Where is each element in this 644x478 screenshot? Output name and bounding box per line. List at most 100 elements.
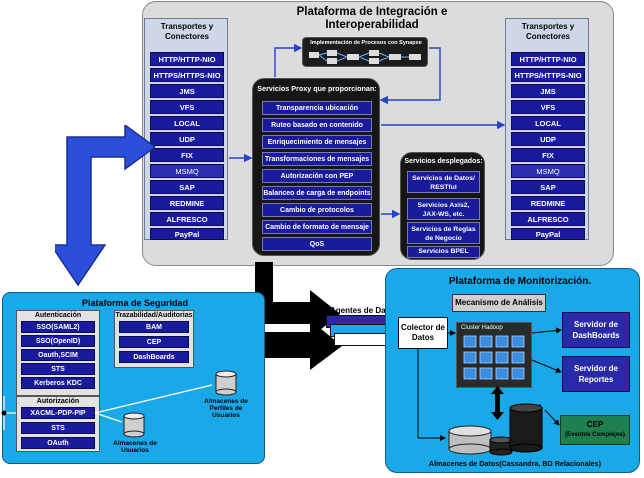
- authz-item[interactable]: XACML-PDP-PIP: [21, 407, 95, 419]
- transport-left-item[interactable]: UDP: [150, 132, 224, 146]
- collector-label-2: Datos: [411, 333, 435, 342]
- transports-right: Transportes y Conectores HTTP/HTTP-NIO H…: [505, 18, 589, 240]
- analysis-box: Mecanismo de Análisis: [452, 294, 546, 312]
- transports-right-title-1: Transportes y: [521, 22, 575, 31]
- analysis-label: Mecanismo de Análisis: [455, 298, 543, 307]
- transport-left-item[interactable]: MSMQ: [150, 164, 224, 178]
- transport-left-item[interactable]: REDMINE: [150, 196, 224, 210]
- transport-right-item[interactable]: HTTP/HTTP-NIO: [511, 52, 585, 66]
- deployed-item-line2: RESTful: [430, 184, 457, 191]
- deployed-item-rules[interactable]: Servicios de Reglas de Negocio: [407, 222, 480, 244]
- dashboards-label-1: Servidor de: [573, 320, 618, 329]
- proxy-title: Servicios Proxy que proporcionan:: [257, 84, 377, 93]
- proxy-item[interactable]: Transformaciones de mensajes: [262, 152, 372, 166]
- profiles-store-label: Almacenes de Perfiles de Usuarios: [196, 398, 256, 419]
- profiles-store-icon: [215, 370, 237, 396]
- synapse-label: Implementación de Procesos con Synapse: [310, 40, 422, 46]
- audit-item[interactable]: CEP: [119, 336, 189, 348]
- deployed-item-line1: Servicios BPEL: [418, 248, 469, 255]
- profiles-store-label-2: Perfiles de: [209, 405, 243, 412]
- users-store-label-1: Almacenes de: [113, 440, 157, 447]
- transport-left-item[interactable]: JMS: [150, 84, 224, 98]
- authz-item[interactable]: STS: [21, 422, 95, 434]
- audit-item[interactable]: BAM: [119, 321, 189, 333]
- transport-right-item[interactable]: MSMQ: [511, 164, 585, 178]
- transport-left-item[interactable]: PayPal: [150, 228, 224, 240]
- deployed-item-line2: JAX-WS, etc.: [422, 211, 465, 218]
- users-store-label: Almacenes de Usuarios: [106, 440, 164, 454]
- monitoring-title: Plataforma de Monitorización.: [448, 276, 592, 287]
- security-title: Plataforma de Seguridad: [81, 298, 189, 308]
- authz-item[interactable]: OAuth: [21, 437, 95, 449]
- deployed-item-data[interactable]: Servicios de Datos/ RESTful: [407, 171, 480, 193]
- proxy-item[interactable]: QoS: [262, 237, 372, 251]
- transport-right-item[interactable]: UDP: [511, 132, 585, 146]
- audit-item[interactable]: DashBoards: [119, 351, 189, 363]
- auth-item[interactable]: Kerberos KDC: [21, 377, 95, 389]
- deployed-item-axis2[interactable]: Servicios Axis2, JAX-WS, etc.: [407, 198, 480, 220]
- deployed-item-line1: Servicios Axis2,: [417, 202, 470, 209]
- hadoop-label: Cluster Hadoop: [461, 325, 503, 331]
- reports-server[interactable]: Servidor de Reportes: [562, 356, 630, 392]
- synapse-box: Implementación de Procesos con Synapse: [302, 37, 428, 67]
- storage-db-icon-1: [448, 425, 492, 455]
- proxy-item[interactable]: Cambio de formato de mensaje: [262, 220, 372, 234]
- transport-right-item[interactable]: LOCAL: [511, 116, 585, 130]
- auth-item[interactable]: Oauth,SCIM: [21, 349, 95, 361]
- cep-server[interactable]: CEP (Eventos Complejos): [560, 415, 630, 445]
- transport-right-item[interactable]: ALFRESCO: [511, 212, 585, 226]
- transport-right-item[interactable]: HTTPS/HTTPS-NIO: [511, 68, 585, 82]
- transport-left-item[interactable]: SAP: [150, 180, 224, 194]
- agents-label: Agentes de Datos: [330, 306, 398, 315]
- deployed-item-bpel[interactable]: Servicios BPEL: [407, 246, 480, 258]
- integration-title-line2: Interoperabilidad: [325, 19, 419, 31]
- integration-title: Plataforma de Integración e Interoperabi…: [262, 6, 482, 32]
- auth-item[interactable]: SSO(SAML2): [21, 321, 95, 333]
- proxy-services-box: Servicios Proxy que proporcionan: Transp…: [252, 78, 380, 256]
- storage-label: Almacenes de Datos(Cassandra, BD Relacio…: [428, 459, 602, 468]
- storage-db-icon-3: [509, 403, 543, 453]
- transport-right-item[interactable]: SAP: [511, 180, 585, 194]
- users-store-label-2: Usuarios: [121, 447, 149, 454]
- transport-left-item[interactable]: ALFRESCO: [150, 212, 224, 226]
- transport-left-item[interactable]: LOCAL: [150, 116, 224, 130]
- dashboards-server[interactable]: Servidor de DashBoards: [562, 312, 630, 348]
- deployed-item-line2: de Negocio: [425, 235, 462, 242]
- proxy-item[interactable]: Cambio de protocolos: [262, 203, 372, 217]
- transport-left-item[interactable]: HTTPS/HTTPS-NIO: [150, 68, 224, 82]
- proxy-item[interactable]: Autorización con PEP: [262, 169, 372, 183]
- deployed-item-line1: Servicios de Reglas: [411, 226, 476, 233]
- transport-right-item[interactable]: JMS: [511, 84, 585, 98]
- auth-item[interactable]: SSO(OpenID): [21, 335, 95, 347]
- collector-box: Colector de Datos: [398, 317, 448, 349]
- proxy-item[interactable]: Balanceo de carga de endpoints: [262, 186, 372, 200]
- transport-left-item[interactable]: HTTP/HTTP-NIO: [150, 52, 224, 66]
- reports-label-2: Reportes: [578, 375, 614, 384]
- deployed-item-line1: Servicios de Datos/: [412, 175, 475, 182]
- audit-title: Trazabilidad/Auditorias: [115, 312, 193, 319]
- users-store-icon: [123, 412, 145, 438]
- deployed-title: Servicios desplegados:: [404, 158, 483, 165]
- blue-flow-arrow: [55, 125, 155, 287]
- cep-label: CEP: [586, 420, 604, 429]
- transport-right-item[interactable]: VFS: [511, 100, 585, 114]
- transport-right-item[interactable]: REDMINE: [511, 196, 585, 210]
- deployed-services-box: Servicios desplegados: Servicios de Dato…: [400, 152, 485, 260]
- transport-right-item[interactable]: PayPal: [511, 228, 585, 240]
- transports-left-title: Transportes y Conectores: [145, 22, 229, 42]
- transport-left-item[interactable]: FIX: [150, 148, 224, 162]
- reports-label-1: Servidor de: [573, 364, 618, 373]
- transport-right-item[interactable]: FIX: [511, 148, 585, 162]
- proxy-item[interactable]: Ruteo basado en contenido: [262, 118, 372, 132]
- proxy-item[interactable]: Transparencia ubicación: [262, 101, 372, 115]
- transport-left-item[interactable]: VFS: [150, 100, 224, 114]
- transports-right-title-2: Conectores: [525, 32, 570, 41]
- double-arrow-icon: [491, 386, 504, 420]
- integration-title-line1: Plataforma de Integración e: [296, 6, 448, 18]
- proxy-item[interactable]: Enriquecimiento de mensajes: [262, 135, 372, 149]
- profiles-store-label-3: Usuarios: [212, 412, 240, 419]
- auth-item[interactable]: STS: [21, 363, 95, 375]
